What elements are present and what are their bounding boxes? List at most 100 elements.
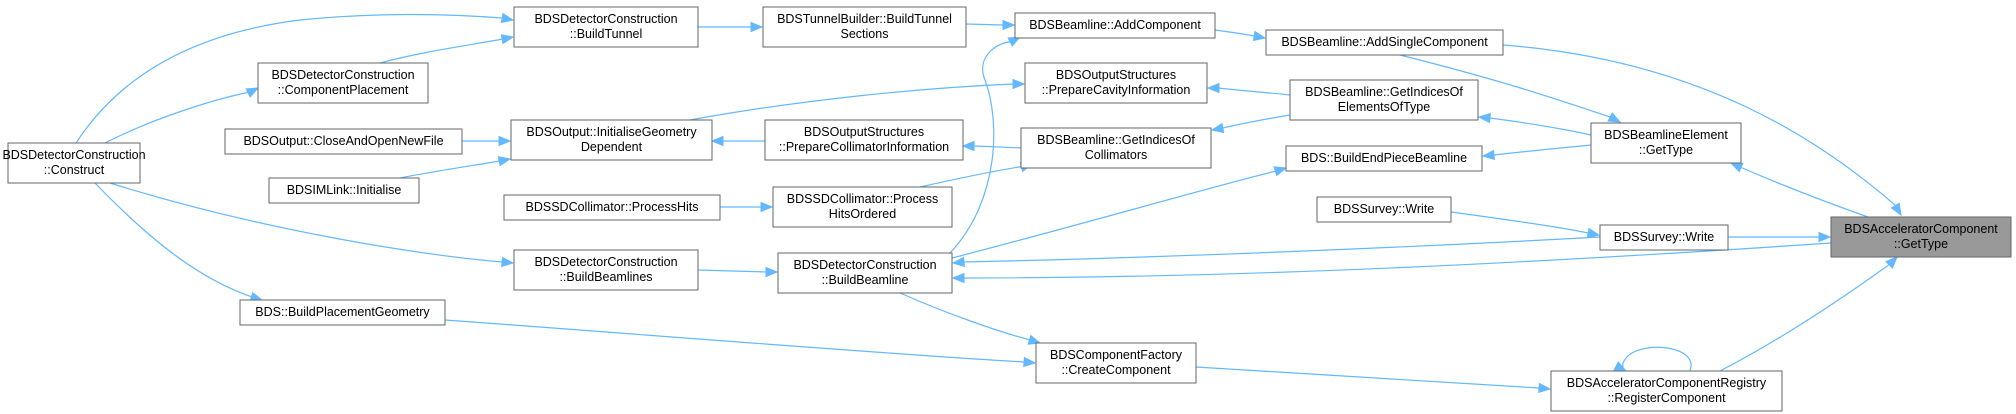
node-box[interactable]	[257, 62, 429, 104]
node-label: ::BuildBeamlines	[559, 270, 652, 284]
node-label: ::PrepareCollimatorInformation	[779, 140, 949, 154]
edge-construct-placementgeometry	[94, 182, 264, 302]
node-endPiece[interactable]: BDS::BuildEndPieceBeamline	[1285, 145, 1483, 172]
node-closeAndOpen[interactable]: BDSOutput::CloseAndOpenNewFile	[224, 128, 463, 155]
edge-surveywrite2-buildbeamline-line	[963, 236, 1601, 263]
node-label: Collimators	[1085, 148, 1148, 162]
node-label: BDS::BuildPlacementGeometry	[255, 305, 430, 319]
node-label: ::PrepareCavityInformation	[1042, 83, 1191, 97]
node-buildPlacementGeometry[interactable]: BDS::BuildPlacementGeometry	[239, 299, 446, 326]
node-box[interactable]	[513, 6, 699, 48]
node-componentFactory[interactable]: BDSComponentFactory::CreateComponent	[1035, 342, 1197, 384]
node-box[interactable]	[1316, 196, 1452, 223]
edge-buildbeamline-addcomponent-arrowhead	[1007, 36, 1022, 47]
node-box[interactable]	[510, 119, 713, 161]
node-box[interactable]	[764, 119, 964, 161]
node-label: ::GetType	[1894, 237, 1948, 251]
node-registry[interactable]: BDSAcceleratorComponentRegistry::Registe…	[1550, 370, 1783, 412]
node-ssdProcessHits[interactable]: BDSSDCollimator::ProcessHits	[503, 194, 721, 221]
edge-buildbeamlines-buildbeamline-arrowhead	[765, 266, 779, 278]
edge-processhits-hitsordered-arrowhead	[760, 201, 774, 213]
node-box[interactable]	[268, 177, 420, 204]
node-box[interactable]	[7, 142, 141, 184]
edge-construct-buildbeamlines-line	[109, 182, 503, 263]
node-buildTunnel[interactable]: BDSDetectorConstruction::BuildTunnel	[513, 6, 699, 48]
node-box[interactable]	[1590, 122, 1742, 164]
node-buildBeamlines[interactable]: BDSDetectorConstruction::BuildBeamlines	[513, 249, 699, 291]
node-box[interactable]	[772, 186, 953, 228]
node-box[interactable]	[239, 299, 446, 326]
edge-construct-placementgeometry-line	[94, 182, 256, 299]
node-accGetType[interactable]: BDSAcceleratorComponent::GetType	[1830, 216, 2012, 258]
node-box[interactable]	[1599, 224, 1729, 251]
edge-buildbeamline-endpiece-line	[951, 170, 1277, 259]
node-box[interactable]	[503, 194, 721, 221]
node-imlinkInit[interactable]: BDSIMLink::Initialise	[268, 177, 420, 204]
edge-indicestype-indicescoll-arrowhead	[1210, 122, 1225, 134]
node-addComponent[interactable]: BDSBeamline::AddComponent	[1014, 12, 1216, 39]
node-box[interactable]	[762, 6, 967, 48]
edge-prepcoll-initgeom-arrowhead	[710, 135, 724, 147]
edge-registry-accgettype-line	[1719, 263, 1891, 372]
node-label: BDSTunnelBuilder::BuildTunnel	[777, 12, 952, 26]
node-label: ::GetType	[1639, 143, 1693, 157]
node-prepCavityInfo[interactable]: BDSOutputStructures::PrepareCavityInform…	[1024, 62, 1208, 104]
node-prepCollInfo[interactable]: BDSOutputStructures::PrepareCollimatorIn…	[764, 119, 964, 161]
edge-buildbeamline-componentfactory-arrowhead	[1027, 334, 1042, 345]
edge-registry-selfloop	[1613, 346, 1692, 372]
node-label: BDSDetectorConstruction	[271, 68, 414, 82]
edge-componentfactory-registry	[1195, 366, 1552, 394]
node-box[interactable]	[1550, 370, 1783, 412]
node-componentPlacement[interactable]: BDSDetectorConstruction::ComponentPlacem…	[257, 62, 429, 104]
edge-indicescoll-prepcoll-arrowhead	[961, 140, 975, 152]
node-label: BDSAcceleratorComponentRegistry	[1567, 376, 1767, 390]
node-label: BDSDetectorConstruction	[793, 258, 936, 272]
edge-closeopen-initgeom-arrowhead	[498, 135, 512, 147]
node-surveyWrite2[interactable]: BDSSurvey::Write	[1599, 224, 1729, 251]
node-label: BDSSurvey::Write	[1614, 230, 1715, 244]
edge-buildtunnel-tunnelbuilder-arrowhead	[750, 21, 764, 33]
node-buildBeamline[interactable]: BDSDetectorConstruction::BuildBeamline	[777, 252, 953, 294]
node-label: BDSOutputStructures	[804, 125, 924, 139]
node-label: BDSSurvey::Write	[1334, 202, 1435, 216]
node-surveyWrite1[interactable]: BDSSurvey::Write	[1316, 196, 1452, 223]
edge-closeopen-initgeom	[462, 135, 512, 147]
edge-registry-accgettype-arrowhead	[1885, 256, 1898, 269]
node-label: BDSDetectorConstruction	[2, 148, 145, 162]
edge-construct-buildtunnel-arrowhead	[500, 12, 515, 24]
node-box[interactable]	[513, 249, 699, 291]
edge-addsingle-blgettype	[1399, 54, 1622, 123]
edge-surveywrite2-buildbeamline-arrowhead	[951, 256, 965, 268]
edge-construct-buildtunnel	[75, 12, 515, 144]
node-box[interactable]	[1024, 62, 1208, 104]
node-box[interactable]	[1014, 12, 1216, 39]
node-construct[interactable]: BDSDetectorConstruction::Construct	[2, 142, 146, 184]
node-box[interactable]	[1265, 29, 1504, 56]
edge-buildbeamline-addcomponent-line	[949, 41, 1011, 254]
node-label: ::BuildBeamline	[822, 273, 909, 287]
edge-initgeom-prepcavity-line	[689, 83, 1014, 121]
node-beamlineElemGetType[interactable]: BDSBeamlineElement::GetType	[1590, 122, 1742, 164]
edge-indicescoll-prepcoll-line	[974, 145, 1022, 149]
edge-addcomponent-addsingle	[1214, 29, 1267, 42]
node-label: ::Construct	[44, 163, 105, 177]
node-box[interactable]	[1035, 342, 1197, 384]
node-label: BDSBeamline::AddSingleComponent	[1281, 35, 1488, 49]
edge-imlink-initgeom	[399, 156, 512, 179]
edge-registry-accgettype	[1719, 256, 1898, 372]
edge-addcomponent-addsingle-arrowhead	[1252, 30, 1267, 42]
node-box[interactable]	[777, 252, 953, 294]
node-box[interactable]	[224, 128, 463, 155]
node-addSingle[interactable]: BDSBeamline::AddSingleComponent	[1265, 29, 1504, 56]
node-box[interactable]	[1830, 216, 2012, 258]
edge-construct-componentplacement	[104, 87, 260, 144]
node-box[interactable]	[1285, 145, 1483, 172]
node-box[interactable]	[1289, 79, 1479, 121]
node-box[interactable]	[1020, 127, 1212, 169]
